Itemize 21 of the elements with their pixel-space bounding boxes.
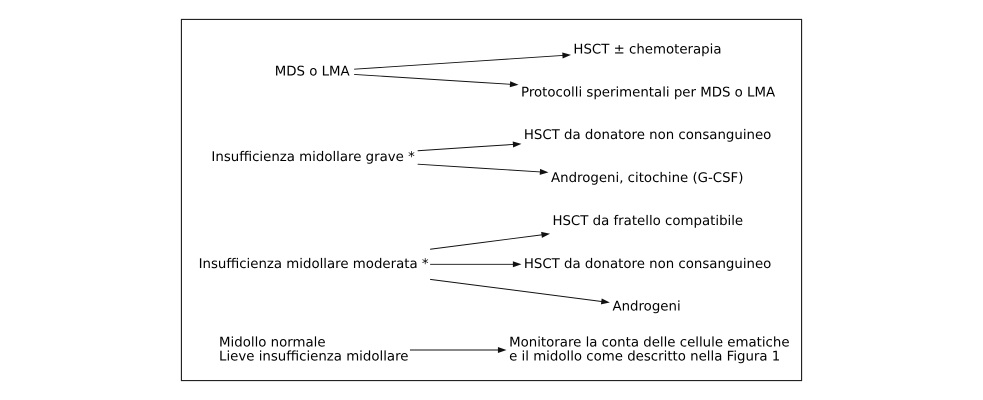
node-text: Insufficienza midollare moderata * xyxy=(198,256,429,272)
arrow xyxy=(430,232,550,250)
node-text: HSCT da fratello compatibile xyxy=(552,214,744,229)
arrow xyxy=(410,347,507,354)
arrow xyxy=(354,52,571,70)
node-text: Protocolli sperimentali per MDS o LMA xyxy=(521,85,776,100)
cluster xyxy=(180,18,802,382)
node-text: Androgeni xyxy=(612,300,681,315)
node-text: Androgeni, citochine (G-CSF) xyxy=(551,171,744,186)
arrow xyxy=(430,278,610,304)
node-text: HSCT da donatore non consanguineo xyxy=(524,128,772,144)
node-text: Insufficienza midollare grave * xyxy=(211,150,415,166)
node-text: HSCT da donatore non consanguineo xyxy=(524,256,772,272)
arrow xyxy=(417,141,522,152)
node-text: HSCT ± chemoterapia xyxy=(573,42,722,58)
node-text: Midollo normale Lieve insufficienza midollare xyxy=(219,335,408,365)
arrow xyxy=(430,261,522,268)
node-text: MDS o LMA xyxy=(274,64,350,80)
node-text: Monitorare la conta delle cellule ematiche e il midollo come descritto nella Figura 1 xyxy=(509,335,790,365)
arrow xyxy=(354,74,519,88)
arrow xyxy=(417,164,548,175)
